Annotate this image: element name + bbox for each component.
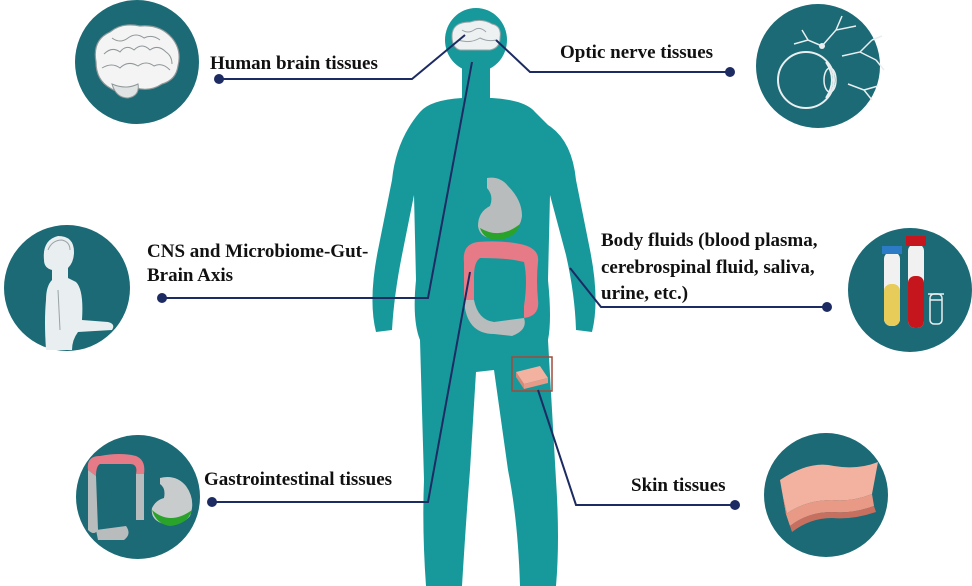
label-cns-line2: Brain Axis [147,264,233,288]
label-skin-tissues: Skin tissues [631,474,726,498]
gut-icon [76,435,200,559]
label-fluids-line3: urine, etc.) [601,282,688,306]
brain-icon [75,0,199,124]
blood-tube-icon [848,228,972,352]
skin-layer-icon [764,433,888,557]
label-optic-nerve-tissues: Optic nerve tissues [560,41,713,65]
label-gastrointestinal-tissues: Gastrointestinal tissues [204,468,392,492]
label-human-brain-tissues: Human brain tissues [210,52,378,76]
head-brain-marker [452,20,500,50]
label-fluids-line1: Body fluids (blood plasma, [601,229,817,253]
label-cns-line1: CNS and Microbiome-Gut- [147,240,368,264]
seated-person-icon [4,225,130,351]
label-fluids-line2: cerebrospinal fluid, saliva, [601,256,815,280]
eye-neuron-icon [756,4,884,128]
